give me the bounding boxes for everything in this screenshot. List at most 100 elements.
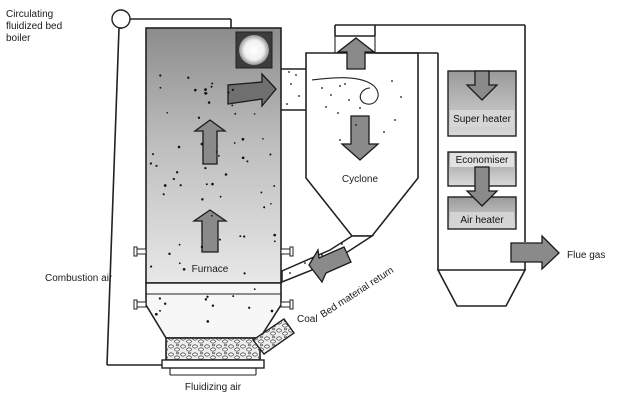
furnace-particles (149, 74, 277, 323)
coal-label: Coal (297, 314, 318, 325)
particle-dot (175, 171, 179, 174)
particle-dot (149, 162, 153, 165)
particle-dot (177, 145, 181, 149)
particle-dot (248, 306, 251, 309)
steam-drum (106, 9, 232, 366)
particle-dot (260, 191, 263, 194)
particle-dot (231, 104, 234, 107)
particle-dot (201, 198, 204, 201)
particle-dot (241, 156, 245, 160)
particle-dot (187, 76, 190, 79)
particle-dot (178, 262, 181, 265)
particle-dot (172, 177, 175, 181)
particle-dot (270, 202, 272, 205)
particle-dot (211, 82, 214, 85)
coal-feed-chute (251, 318, 295, 355)
particle-dot (207, 101, 211, 104)
particle-dot (241, 137, 245, 141)
particle-dot (200, 142, 204, 146)
particle-dot (231, 88, 234, 91)
particle-dot (273, 233, 277, 237)
boiler-title-line-2: fluidized bed (6, 21, 62, 32)
fluidizing-air-label: Fluidizing air (185, 382, 242, 393)
particle-dot (205, 183, 208, 186)
particle-dot (253, 113, 256, 115)
particle-dot (159, 309, 161, 312)
fluidizing-air-plenum (161, 359, 265, 376)
particle-dot (211, 182, 214, 186)
economiser-label: Economiser (456, 155, 509, 166)
particle-dot (218, 155, 220, 157)
combustion-air-nozzles (133, 246, 294, 310)
particle-dot (253, 288, 256, 291)
flue-gas-label: Flue gas (567, 250, 605, 261)
particle-dot (182, 267, 186, 271)
particle-dot (150, 265, 153, 268)
particle-dot (246, 160, 249, 163)
particle-dot (163, 184, 167, 187)
particle-dot (200, 245, 204, 249)
cyclone-label: Cyclone (342, 174, 379, 185)
particle-dot (151, 153, 155, 156)
particle-dot (154, 312, 158, 316)
boiler-title-line-1: Circulating (6, 9, 53, 20)
particle-dot (233, 142, 236, 144)
particle-dot (159, 86, 162, 89)
particle-dot (204, 88, 207, 91)
particle-dot (224, 173, 228, 176)
super-heater: Super heater (447, 70, 517, 137)
flue-gas-arrow (510, 234, 560, 271)
particle-dot (179, 184, 182, 187)
particle-dot (270, 309, 274, 313)
particle-dot (234, 112, 237, 115)
particle-dot (273, 240, 276, 243)
particle-dot (158, 297, 162, 300)
particle-dot (193, 88, 197, 92)
cyclone-particles (321, 80, 402, 141)
particle-dot (204, 166, 207, 170)
flue-gas-duct (334, 24, 527, 307)
particle-dot (243, 235, 246, 238)
air-heater: Air heater (447, 166, 517, 230)
boiler-title-line-3: boiler (6, 33, 31, 44)
furnace (145, 27, 282, 361)
furnace-upflow-arrows (191, 72, 277, 253)
particle-dot (155, 164, 158, 167)
economiser: Economiser (447, 151, 517, 187)
particle-dot (210, 214, 213, 217)
particle-dot (197, 116, 201, 119)
air-heater-label: Air heater (460, 215, 504, 226)
particle-dot (204, 298, 208, 301)
particle-dot (263, 206, 266, 209)
particle-dot (262, 137, 264, 140)
particle-dot (166, 112, 168, 114)
bed-material-return-leg (281, 235, 375, 284)
particle-dot (210, 85, 213, 88)
particle-dot (159, 74, 162, 77)
particle-dot (239, 235, 242, 238)
particle-dot (206, 295, 209, 298)
particle-dot (218, 238, 221, 241)
particle-dot (164, 302, 167, 305)
particle-dot (243, 272, 246, 275)
particle-dot (206, 320, 210, 323)
particle-dot (215, 151, 218, 153)
super-heater-label: Super heater (453, 114, 511, 125)
particle-dot (211, 304, 215, 307)
cyclone (305, 35, 419, 237)
particle-dot (273, 184, 276, 187)
combustion-air-label: Combustion air (45, 273, 113, 284)
particle-dot (162, 193, 165, 196)
particle-dot (178, 243, 181, 246)
particle-dot (269, 153, 272, 156)
particle-dot (168, 252, 171, 256)
furnace-cyclone-duct (281, 68, 306, 111)
particle-dot (204, 91, 207, 95)
particle-dot (227, 91, 230, 94)
particle-dot (219, 195, 222, 198)
particle-dot (232, 295, 235, 298)
bed-material-return-label: Bed material return (319, 265, 396, 321)
furnace-label: Furnace (192, 264, 229, 275)
